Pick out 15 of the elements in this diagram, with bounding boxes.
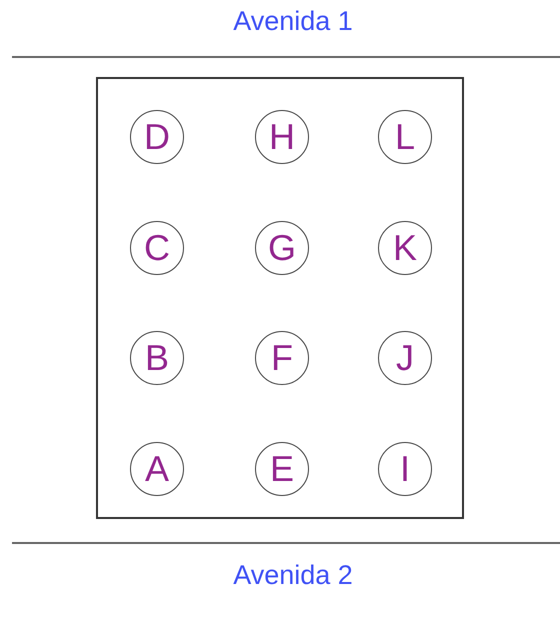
letter-circle: L xyxy=(378,110,432,164)
letter-circle: F xyxy=(255,331,309,385)
letter-circle: B xyxy=(130,331,184,385)
letter-circle: D xyxy=(130,110,184,164)
letter-circle: G xyxy=(255,221,309,275)
letter-circle: H xyxy=(255,110,309,164)
letter-circle: I xyxy=(378,442,432,496)
letter-circle: K xyxy=(378,221,432,275)
street-name: Avenida 2 xyxy=(233,560,353,591)
letter-circle: A xyxy=(130,442,184,496)
street-name: Avenida 1 xyxy=(233,6,353,37)
letter-circle: C xyxy=(130,221,184,275)
letter-circle: J xyxy=(378,331,432,385)
letter-circle: E xyxy=(255,442,309,496)
lot-rectangle xyxy=(96,77,464,519)
